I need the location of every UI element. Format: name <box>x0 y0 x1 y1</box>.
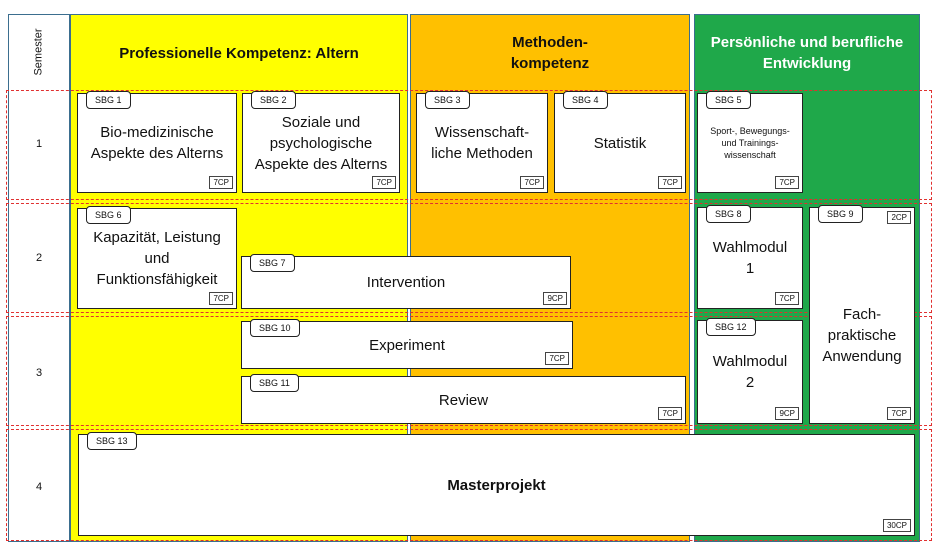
module-tag: SBG 9 <box>818 205 863 223</box>
module-title: Wahlmodul 1 <box>712 239 788 277</box>
module-title: Wahlmodul 2 <box>712 353 788 391</box>
semester-number-3: 3 <box>35 367 43 379</box>
module-tag: SBG 7 <box>250 254 295 272</box>
module-credits: 30CP <box>882 519 911 532</box>
module-tag: SBG 5 <box>706 91 751 109</box>
module-credits: 7CP <box>209 176 233 189</box>
semester-number-2: 2 <box>35 252 43 264</box>
module-credits: 7CP <box>775 292 799 305</box>
module-tag: SBG 1 <box>86 91 131 109</box>
module-credits: 7CP <box>209 292 233 305</box>
module-sbg4[interactable]: Statistik SBG 4 7CP <box>554 91 686 193</box>
header-method: Methoden- kompetenz <box>510 34 590 72</box>
module-title: Fach- praktische Anwendung <box>822 306 902 365</box>
module-tag: SBG 12 <box>706 318 756 336</box>
module-sbg10[interactable]: Experiment SBG 10 7CP <box>241 319 573 369</box>
module-credits: 9CP <box>543 292 567 305</box>
module-tag: SBG 2 <box>251 91 296 109</box>
module-title: Wissenschaft- liche Methoden <box>431 124 533 162</box>
module-tag: SBG 10 <box>250 319 300 337</box>
semester-number-4: 4 <box>35 481 43 493</box>
module-tag: SBG 11 <box>250 374 299 392</box>
module-sbg8[interactable]: Wahlmodul 1 SBG 8 7CP <box>697 205 803 309</box>
module-credits-top: 2CP <box>887 211 911 224</box>
module-sbg7[interactable]: Intervention SBG 7 9CP <box>241 254 571 309</box>
header-personal: Persönliche und berufliche Entwicklung <box>710 34 904 72</box>
semester-row-4 <box>6 429 932 541</box>
semester-row-3 <box>6 316 932 426</box>
semester-column <box>8 14 70 542</box>
semester-header-label: Semester <box>32 28 45 76</box>
module-tag: SBG 8 <box>706 205 751 223</box>
module-title: Experiment <box>369 336 445 354</box>
module-sbg1[interactable]: Bio-medizinische Aspekte des Alterns SBG… <box>77 91 237 193</box>
semester-row-1 <box>6 90 932 200</box>
module-sbg3[interactable]: Wissenschaft- liche Methoden SBG 3 7CP <box>416 91 548 193</box>
semester-header: Semester <box>8 14 70 90</box>
module-sbg13[interactable]: Masterprojekt SBG 13 30CP <box>78 432 915 536</box>
module-title: Review <box>438 391 489 409</box>
module-title: Sport-, Bewegungs- und Trainings- wissen… <box>710 126 790 160</box>
module-tag: SBG 6 <box>86 206 131 224</box>
semester-row-2 <box>6 203 932 313</box>
module-sbg9[interactable]: Fach- praktische Anwendung SBG 9 2CP 7CP <box>809 205 915 424</box>
module-credits: 7CP <box>545 352 569 365</box>
module-title: Intervention <box>366 274 446 291</box>
module-title: Soziale und psychologische Aspekte des A… <box>254 113 388 173</box>
module-credits: 7CP <box>658 176 682 189</box>
module-sbg12[interactable]: Wahlmodul 2 SBG 12 9CP <box>697 318 803 424</box>
module-sbg6[interactable]: Kapazität, Leistung und Funktionsfähigke… <box>77 206 237 309</box>
module-tag: SBG 13 <box>87 432 137 450</box>
module-title: Masterprojekt <box>447 476 546 494</box>
module-title: Kapazität, Leistung und Funktionsfähigke… <box>93 229 221 288</box>
module-credits: 9CP <box>775 407 799 420</box>
module-sbg5[interactable]: Sport-, Bewegungs- und Trainings- wissen… <box>697 91 803 193</box>
module-credits: 7CP <box>775 176 799 189</box>
module-credits: 7CP <box>887 407 911 420</box>
module-credits: 7CP <box>372 176 396 189</box>
header-professional: Professionelle Kompetenz: Altern <box>119 44 359 62</box>
module-tag: SBG 4 <box>563 91 608 109</box>
module-title: Bio-medizinische Aspekte des Alterns <box>90 124 224 162</box>
module-title: Statistik <box>593 134 647 152</box>
module-tag: SBG 3 <box>425 91 470 109</box>
module-sbg11[interactable]: Review SBG 11 7CP <box>241 374 686 424</box>
module-credits: 7CP <box>520 176 544 189</box>
module-sbg2[interactable]: Soziale und psychologische Aspekte des A… <box>242 91 400 193</box>
semester-number-1: 1 <box>35 138 43 150</box>
module-credits: 7CP <box>658 407 682 420</box>
